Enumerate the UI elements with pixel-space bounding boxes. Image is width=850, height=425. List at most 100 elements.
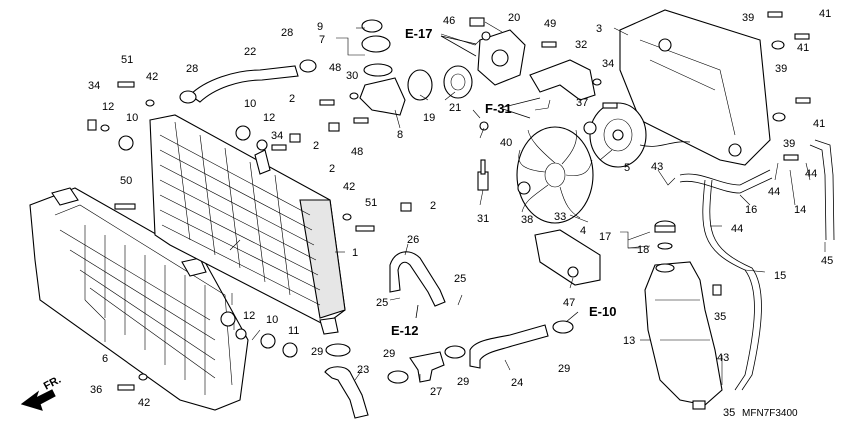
- part-label-5: 5: [624, 162, 630, 174]
- part-label-16: 16: [745, 204, 757, 216]
- part-label-2: 2: [329, 163, 335, 175]
- part-label-26: 26: [407, 234, 419, 246]
- part-label-10: 10: [266, 314, 278, 326]
- part-label-42: 42: [343, 181, 355, 193]
- part-label-10: 10: [126, 112, 138, 124]
- part-label-28: 28: [186, 63, 198, 75]
- part-label-36: 36: [90, 384, 102, 396]
- part-label-41: 41: [797, 42, 809, 54]
- clamp-29c: [444, 345, 466, 359]
- part-label-1: 1: [352, 247, 358, 259]
- part-label-14: 14: [794, 204, 806, 216]
- reference-arrows: [415, 35, 579, 323]
- part-label-34: 34: [602, 58, 614, 70]
- hose-45: [809, 144, 827, 241]
- part-label-22: 22: [244, 46, 256, 58]
- part-label-39: 39: [742, 12, 754, 24]
- part-label-31: 31: [477, 213, 489, 225]
- part-label-29: 29: [457, 376, 469, 388]
- reserve-tank: [644, 261, 723, 406]
- part-label-48: 48: [329, 62, 341, 74]
- front-arrow: [20, 389, 56, 411]
- hose-22: [189, 65, 299, 103]
- part-label-2: 2: [289, 93, 295, 105]
- part-label-50: 50: [120, 175, 132, 187]
- clamp-29a: [325, 343, 351, 357]
- part-label-38: 38: [521, 214, 533, 226]
- washer-18: [657, 242, 673, 250]
- reference-label-f-31: F-31: [485, 101, 512, 116]
- part-label-3: 3: [596, 23, 602, 35]
- part-label-29: 29: [558, 363, 570, 375]
- radiator-cap: [361, 19, 383, 33]
- part-label-11: 11: [288, 325, 299, 337]
- part-label-48: 48: [351, 146, 363, 158]
- fan-motor: [589, 102, 691, 168]
- part-label-39: 39: [783, 138, 795, 150]
- part-label-44: 44: [731, 223, 743, 235]
- part-label-9: 9: [317, 21, 323, 33]
- clamp-29b: [387, 370, 409, 384]
- part-label-10: 10: [244, 98, 256, 110]
- part-label-20: 20: [508, 12, 520, 24]
- cap-7: [361, 35, 391, 53]
- part-label-34: 34: [271, 130, 283, 142]
- part-label-32: 32: [575, 39, 587, 51]
- part-label-17: 17: [599, 231, 611, 243]
- part-label-40: 40: [500, 137, 512, 149]
- hose-23: [324, 366, 369, 419]
- part-label-35: 35: [714, 311, 726, 323]
- part-label-42: 42: [138, 397, 150, 409]
- part-label-18: 18: [637, 244, 649, 256]
- bracket-33: [534, 229, 601, 286]
- thermo-switch: [477, 159, 489, 191]
- part-label-2: 2: [313, 140, 319, 152]
- part-label-23: 23: [357, 364, 369, 376]
- part-label-39: 39: [775, 63, 787, 75]
- part-label-29: 29: [383, 348, 395, 360]
- part-label-4: 4: [580, 225, 586, 237]
- fan-shroud: [619, 9, 771, 166]
- part-label-2: 2: [430, 200, 436, 212]
- diagram-code: MFN7F3400: [742, 408, 798, 419]
- part-label-19: 19: [423, 112, 435, 124]
- hardware: [87, 11, 811, 410]
- part-label-44: 44: [768, 186, 780, 198]
- thermostat: [443, 65, 473, 99]
- bracket-32: [529, 59, 596, 101]
- part-label-15: 15: [774, 270, 786, 282]
- thermostat-housing: [477, 29, 526, 86]
- part-label-43: 43: [651, 161, 663, 173]
- part-label-51: 51: [121, 54, 133, 66]
- part-label-41: 41: [819, 8, 831, 20]
- part-label-21: 21: [449, 102, 461, 114]
- part-label-46: 46: [443, 15, 455, 27]
- part-label-24: 24: [511, 377, 523, 389]
- hose-26: [389, 251, 446, 307]
- filler-neck: [359, 63, 406, 116]
- clamp-28a: [299, 59, 317, 73]
- part-label-25: 25: [454, 273, 466, 285]
- radiator-grille: [29, 187, 249, 411]
- part-label-12: 12: [102, 101, 114, 113]
- hose-24: [469, 324, 549, 369]
- part-label-27: 27: [430, 386, 442, 398]
- part-label-30: 30: [346, 70, 358, 82]
- part-label-35: 35: [723, 407, 735, 419]
- part-number-labels: 1222234567891010101112121213141516171819…: [42, 8, 833, 419]
- o-ring-19: [407, 69, 433, 101]
- part-label-7: 7: [319, 34, 325, 46]
- reference-label-e-10: E-10: [589, 304, 616, 319]
- radiator: [149, 114, 346, 335]
- tank-cap: [654, 220, 676, 233]
- cooling-fan: [516, 126, 594, 224]
- part-label-33: 33: [554, 211, 566, 223]
- part-label-44: 44: [805, 168, 817, 180]
- part-label-12: 12: [263, 112, 275, 124]
- part-label-47: 47: [563, 297, 575, 309]
- reference-label-e-12: E-12: [391, 323, 418, 338]
- part-label-13: 13: [623, 335, 635, 347]
- part-label-42: 42: [146, 71, 158, 83]
- part-label-6: 6: [102, 353, 108, 365]
